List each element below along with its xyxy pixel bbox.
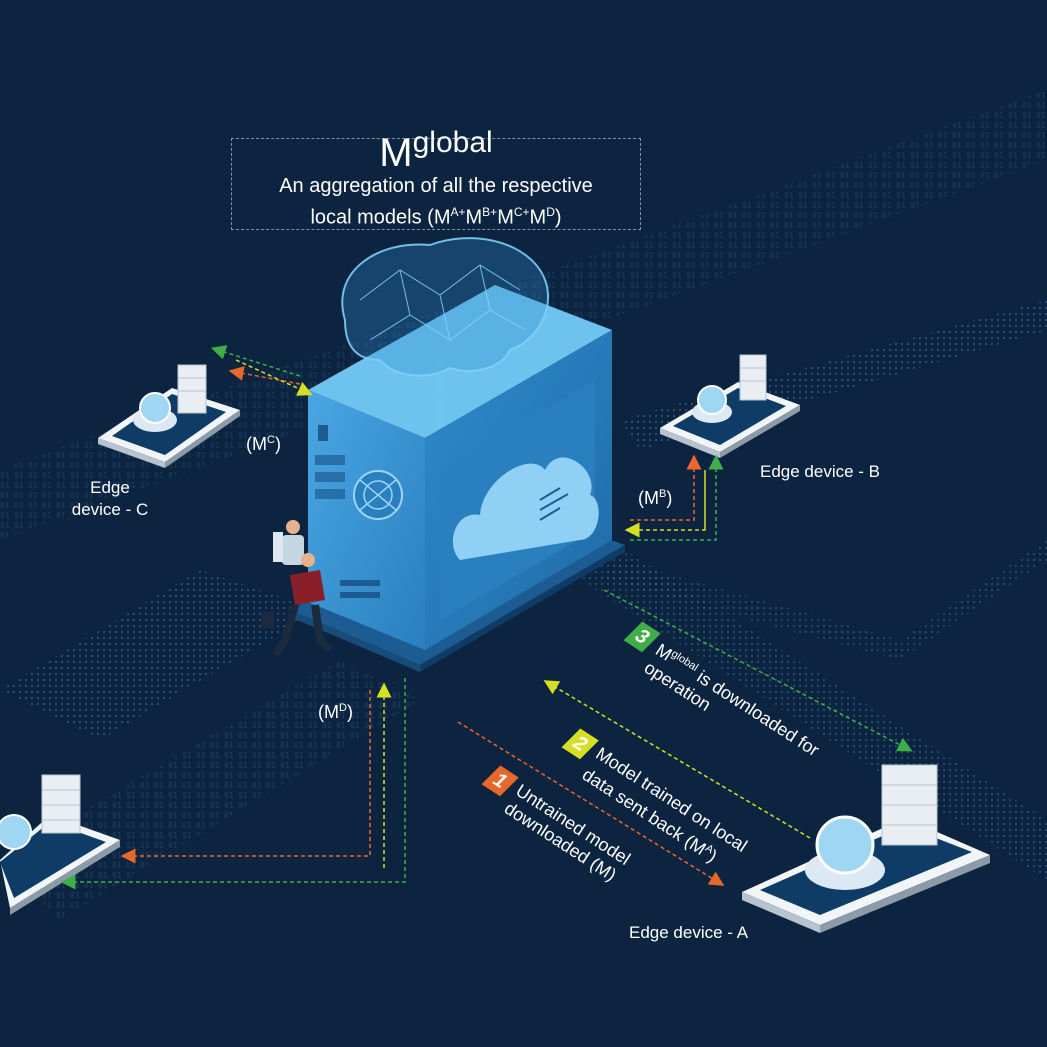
device-b-arrows [624,454,724,541]
global-model-title-box: Mglobal An aggregation of all the respec… [231,126,641,230]
model-d-label: (MD) [318,702,353,722]
device-a-arrows [457,589,913,886]
edge-device-c [98,364,240,468]
technician-figures [262,520,333,658]
brain-icon [0,814,32,850]
edge-device-b [660,354,800,458]
brain-icon [139,392,171,424]
brain-icon [697,385,727,415]
edge-device-c-label: Edge device - C [71,478,149,519]
edge-device-a-label: Edge device - A [629,923,749,942]
cloud-icon [452,457,599,560]
edge-device-a [742,764,990,933]
model-b-label: (MB) [638,488,673,508]
global-model-brain-icon [341,237,550,430]
device-d-arrows [60,678,406,890]
device-c-arrows [210,345,313,396]
global-model-title: Mglobal [379,126,493,175]
central-server [308,285,612,650]
edge-device-b-label: Edge device - B [760,462,881,481]
model-c-label: (MC) [246,434,281,454]
global-model-description: An aggregation of all the respective loc… [279,175,593,229]
brain-icon [815,815,875,875]
